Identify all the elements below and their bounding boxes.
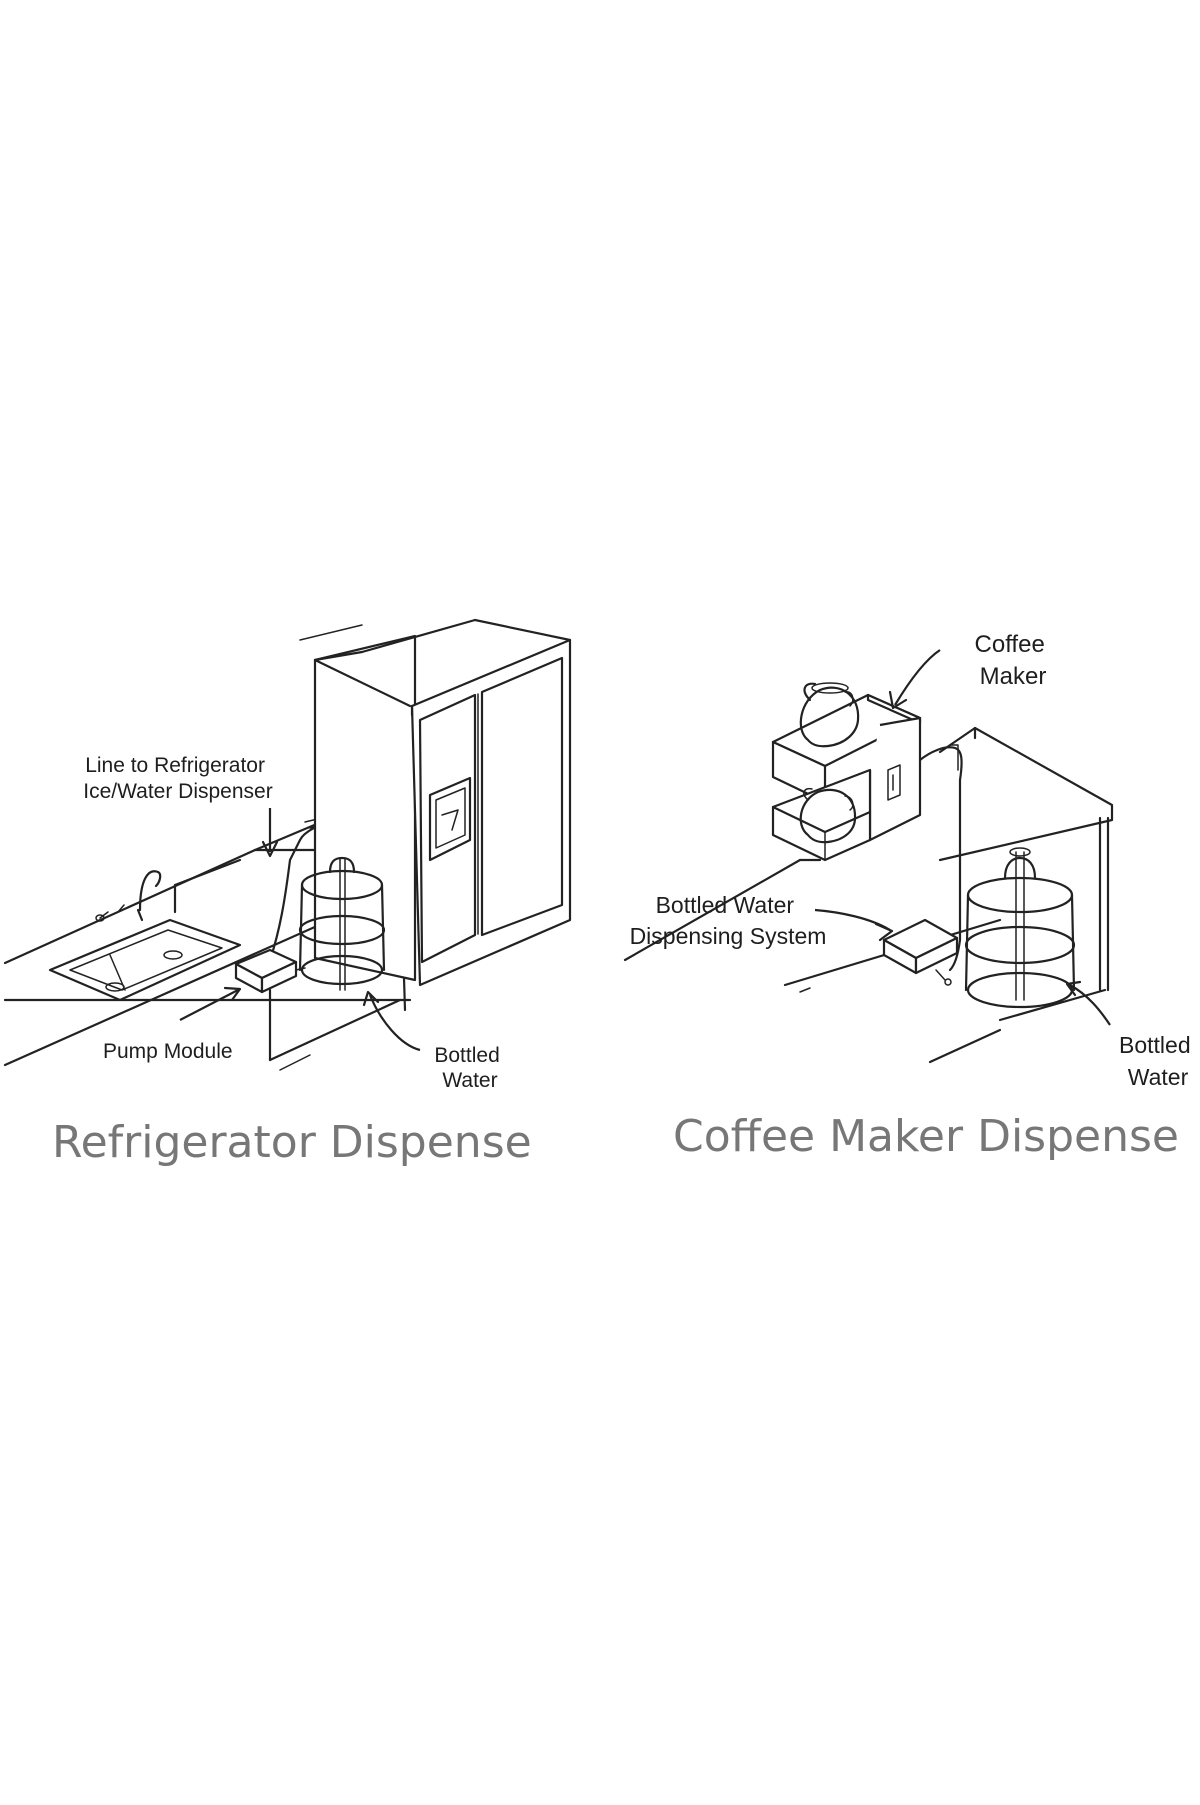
line-to-refrigerator-label-line1: Line to Refrigerator (85, 754, 265, 777)
dispensing-system-label: Bottled Water Dispensing System (630, 892, 827, 949)
bottled-water-label-left: Bottled Water (434, 1044, 505, 1092)
water-bottle (298, 856, 386, 991)
kitchen-sink (48, 870, 242, 1002)
coffee-maker-label: Coffee Maker (975, 631, 1052, 690)
line-to-refrigerator-label: Line to Refrigerator Ice/Water Dispenser (83, 754, 272, 803)
coffee-counter (623, 726, 1114, 1064)
bottled-water-label-right: Bottled Water (1119, 1032, 1197, 1090)
coffee-maker-dispense-caption: Coffee Maker Dispense (673, 1111, 1179, 1162)
refrigerator-dispense-illustration: Line to Refrigerator Ice/Water Dispenser… (3, 618, 572, 1168)
coffee-callout-arrows (814, 649, 1111, 1026)
pump-module-label: Pump Module (103, 1040, 233, 1063)
coffee-maker (771, 682, 922, 862)
line-to-refrigerator-label-line2: Ice/Water Dispenser (83, 780, 272, 803)
callout-arrows (179, 808, 421, 1052)
coffee-maker-dispense-illustration: Coffee Maker Bottled Water Dispensing Sy… (623, 631, 1197, 1162)
coffee-supply-tube (918, 746, 963, 972)
pump-module (234, 948, 306, 994)
dispensing-system-unit (882, 918, 959, 986)
refrigerator-dispense-caption: Refrigerator Dispense (52, 1117, 532, 1168)
coffee-water-bottle (964, 847, 1076, 1009)
